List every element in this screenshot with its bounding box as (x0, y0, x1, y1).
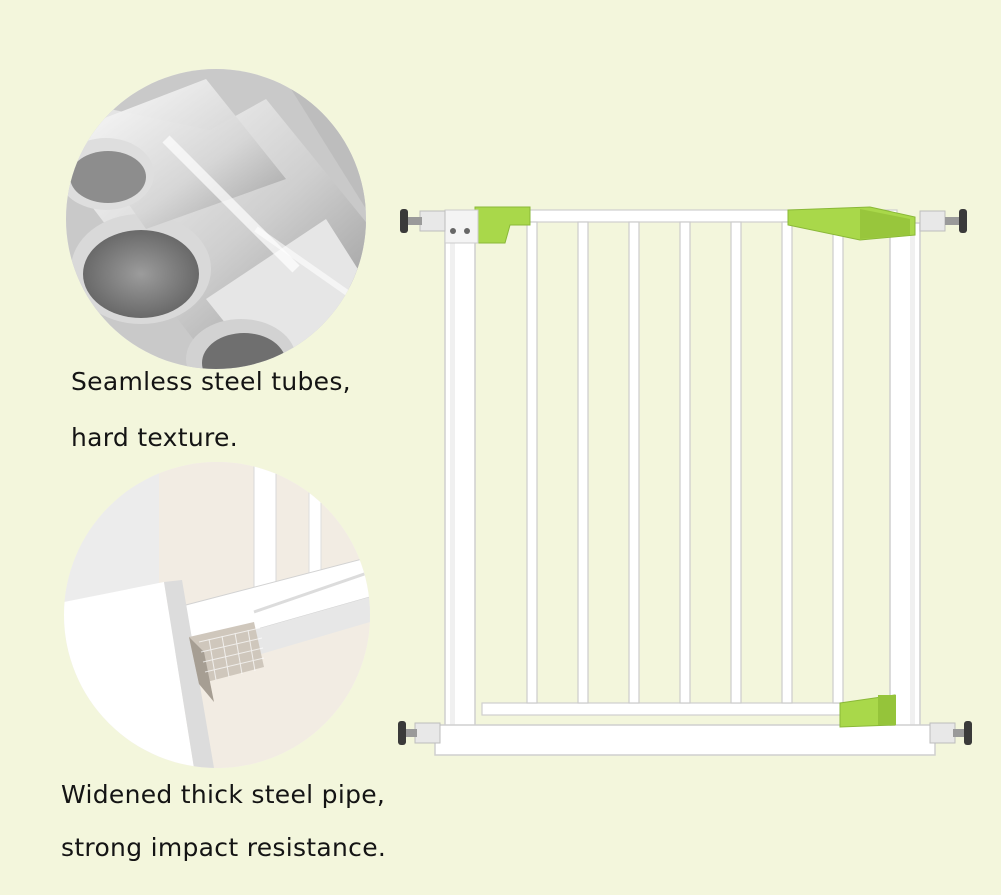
callout-2-line-2: strong impact resistance. (61, 833, 387, 862)
baby-safety-gate-image (390, 195, 980, 760)
callout-1-line-1: Seamless steel tubes, (71, 367, 351, 396)
thick-pipe-closeup-image (64, 462, 370, 768)
callout-2-line-1: Widened thick steel pipe, (61, 780, 386, 809)
callout-1-line-2: hard texture. (71, 423, 238, 452)
steel-tubes-closeup-image (66, 69, 366, 369)
